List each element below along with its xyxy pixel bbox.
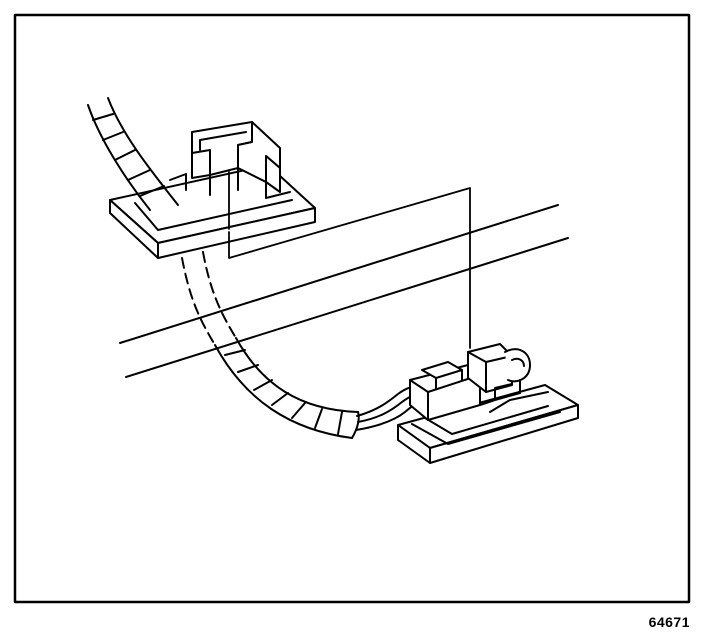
interior-panel-lines [119,204,569,378]
leader-lines [228,171,471,349]
lamp-socket-bracket [397,343,579,464]
wire-harness [87,97,360,439]
upper-mounting-bracket [109,121,316,259]
figure-number: 64671 [648,614,690,630]
diagram-frame [13,13,691,604]
